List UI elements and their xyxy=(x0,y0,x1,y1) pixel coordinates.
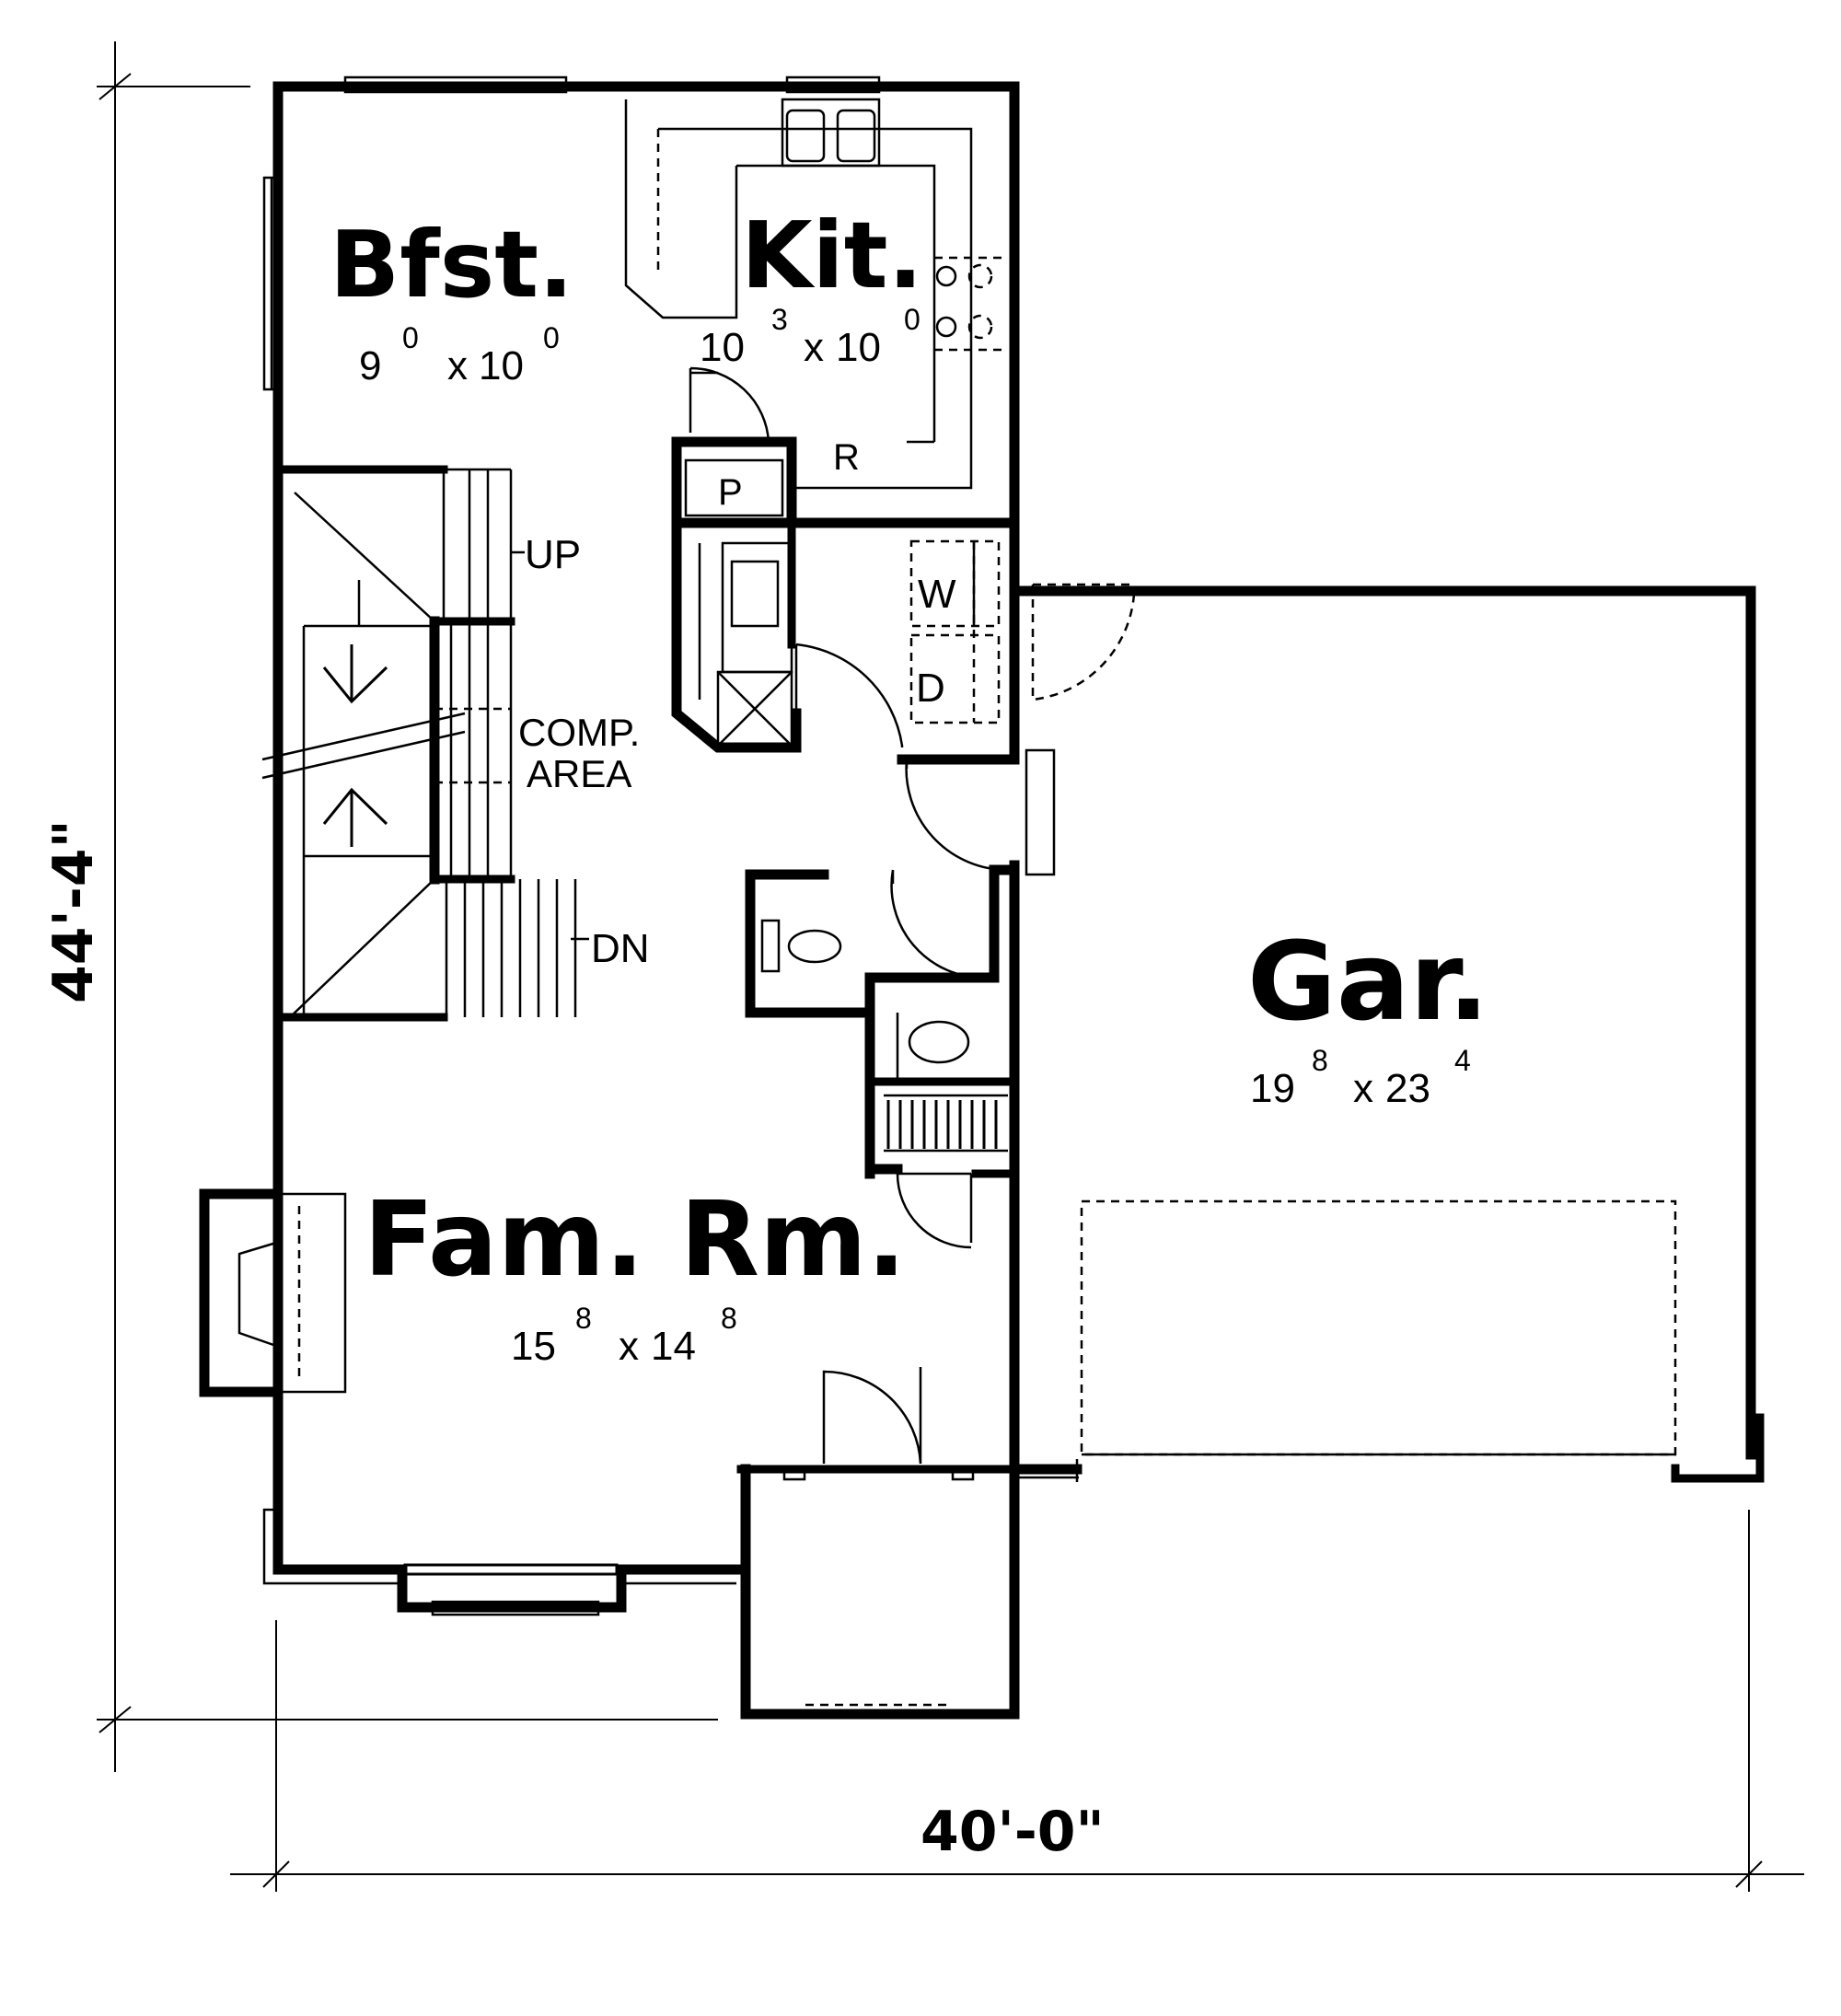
room-labels: Bfst. 9 0 x 10 0 Kit. 10 3 x 10 0 Gar. 1… xyxy=(330,202,1489,1369)
room-name-breakfast: Bfst. xyxy=(330,211,573,319)
room-size-kitchen-w: 10 xyxy=(700,325,745,370)
fixture-labels: UP DN COMP. AREA P R W D xyxy=(518,437,956,971)
laundry xyxy=(909,539,1001,724)
room-size-garage-d: 23 xyxy=(1385,1066,1430,1111)
room-size-family-room-d-sup: 8 xyxy=(721,1302,737,1335)
room-size-breakfast-w-sup: 0 xyxy=(402,321,419,354)
room-size-family-room-d: 14 xyxy=(651,1324,696,1369)
stair-treads-down xyxy=(445,879,577,1017)
desk-counter xyxy=(698,541,793,747)
windows xyxy=(262,75,1079,1707)
room-size-garage-d-sup: 4 xyxy=(1454,1044,1471,1077)
width-dimension: 40'-0" xyxy=(920,1800,1105,1864)
closet-rod xyxy=(886,1100,998,1149)
room-size-garage-w: 19 xyxy=(1250,1066,1295,1111)
garage-door xyxy=(1080,1199,1677,1456)
depth-dimension: 44'-4" xyxy=(41,819,106,1003)
closet xyxy=(884,1094,1008,1153)
room-size-breakfast-w: 9 xyxy=(359,343,381,388)
refrigerator-label: R xyxy=(833,437,860,478)
room-size-breakfast-d: 10 xyxy=(479,343,524,388)
dimension-lines xyxy=(97,41,1804,1892)
room-size-kitchen-x: x xyxy=(804,325,824,370)
comp-area-label-line1: COMP. xyxy=(518,711,640,754)
room-size-breakfast-d-sup: 0 xyxy=(543,321,560,354)
bath-fixtures xyxy=(760,919,970,1082)
room-name-kitchen: Kit. xyxy=(741,202,923,309)
dryer-label: D xyxy=(916,666,945,711)
room-size-family-room-x: x xyxy=(619,1324,639,1369)
stair-treads-up xyxy=(442,469,513,879)
room-name-family-room: Fam. Rm. xyxy=(364,1180,906,1300)
overall-dimensions: 44'-4" 40'-0" xyxy=(41,819,1105,1864)
pantry-label: P xyxy=(718,472,743,513)
fireplace xyxy=(237,1192,347,1394)
stair-up-label: UP xyxy=(525,532,581,577)
doors xyxy=(689,366,1136,1465)
room-size-family-room-w-sup: 8 xyxy=(575,1302,592,1335)
walls xyxy=(199,81,1765,1720)
room-size-kitchen-d-sup: 0 xyxy=(904,303,920,336)
room-size-kitchen-w-sup: 3 xyxy=(771,303,788,336)
washer-label: W xyxy=(918,572,956,617)
room-size-garage-w-sup: 8 xyxy=(1312,1044,1328,1077)
room-size-kitchen-d: 10 xyxy=(836,325,881,370)
kitchen-fixtures xyxy=(624,98,1003,747)
room-size-breakfast-x: x xyxy=(447,343,468,388)
room-size-garage-x: x xyxy=(1353,1066,1373,1111)
pantry-cabinet xyxy=(684,458,784,517)
stairs xyxy=(261,468,589,1018)
comp-area-label-line2: AREA xyxy=(527,752,631,795)
room-name-garage: Gar. xyxy=(1247,918,1489,1045)
stair-down-label: DN xyxy=(591,926,650,971)
room-size-family-room-w: 15 xyxy=(511,1324,556,1369)
